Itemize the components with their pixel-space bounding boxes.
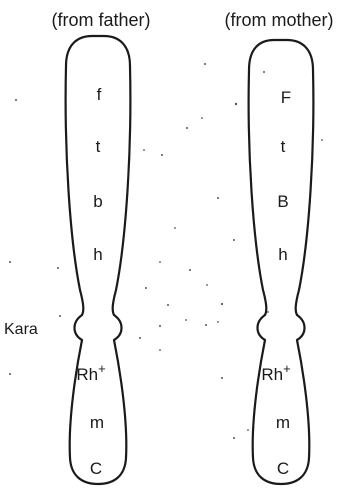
father-chromosome-header: (from father) <box>51 10 150 30</box>
gene-label-mother-6: C <box>277 459 289 478</box>
centromere-label: Kara <box>4 321 38 338</box>
gene-label-mother-5: m <box>276 413 290 432</box>
gene-label-father-4: h <box>93 245 102 264</box>
gene-label-mother-rh: Rh+ <box>261 361 290 384</box>
mother-chromosome-header: (from mother) <box>224 10 333 30</box>
gene-label-mother-3: B <box>277 192 288 211</box>
gene-label-father-1: f <box>97 85 102 104</box>
gene-label-mother-1: F <box>281 88 291 107</box>
gene-label-father-rh-superscript: + <box>98 361 106 376</box>
gene-label-father-3: b <box>93 192 102 211</box>
gene-label-mother-4: h <box>278 245 287 264</box>
gene-label-father-6: C <box>90 459 102 478</box>
gene-label-mother-2: t <box>281 137 286 156</box>
gene-label-mother-rh-superscript: + <box>283 361 291 376</box>
gene-label-mother-rh-base: Rh <box>261 365 283 384</box>
gene-label-father-rh: Rh+ <box>76 361 105 384</box>
gene-label-father-rh-base: Rh <box>76 365 98 384</box>
gene-label-father-2: t <box>96 137 101 156</box>
gene-label-father-5: m <box>90 413 104 432</box>
